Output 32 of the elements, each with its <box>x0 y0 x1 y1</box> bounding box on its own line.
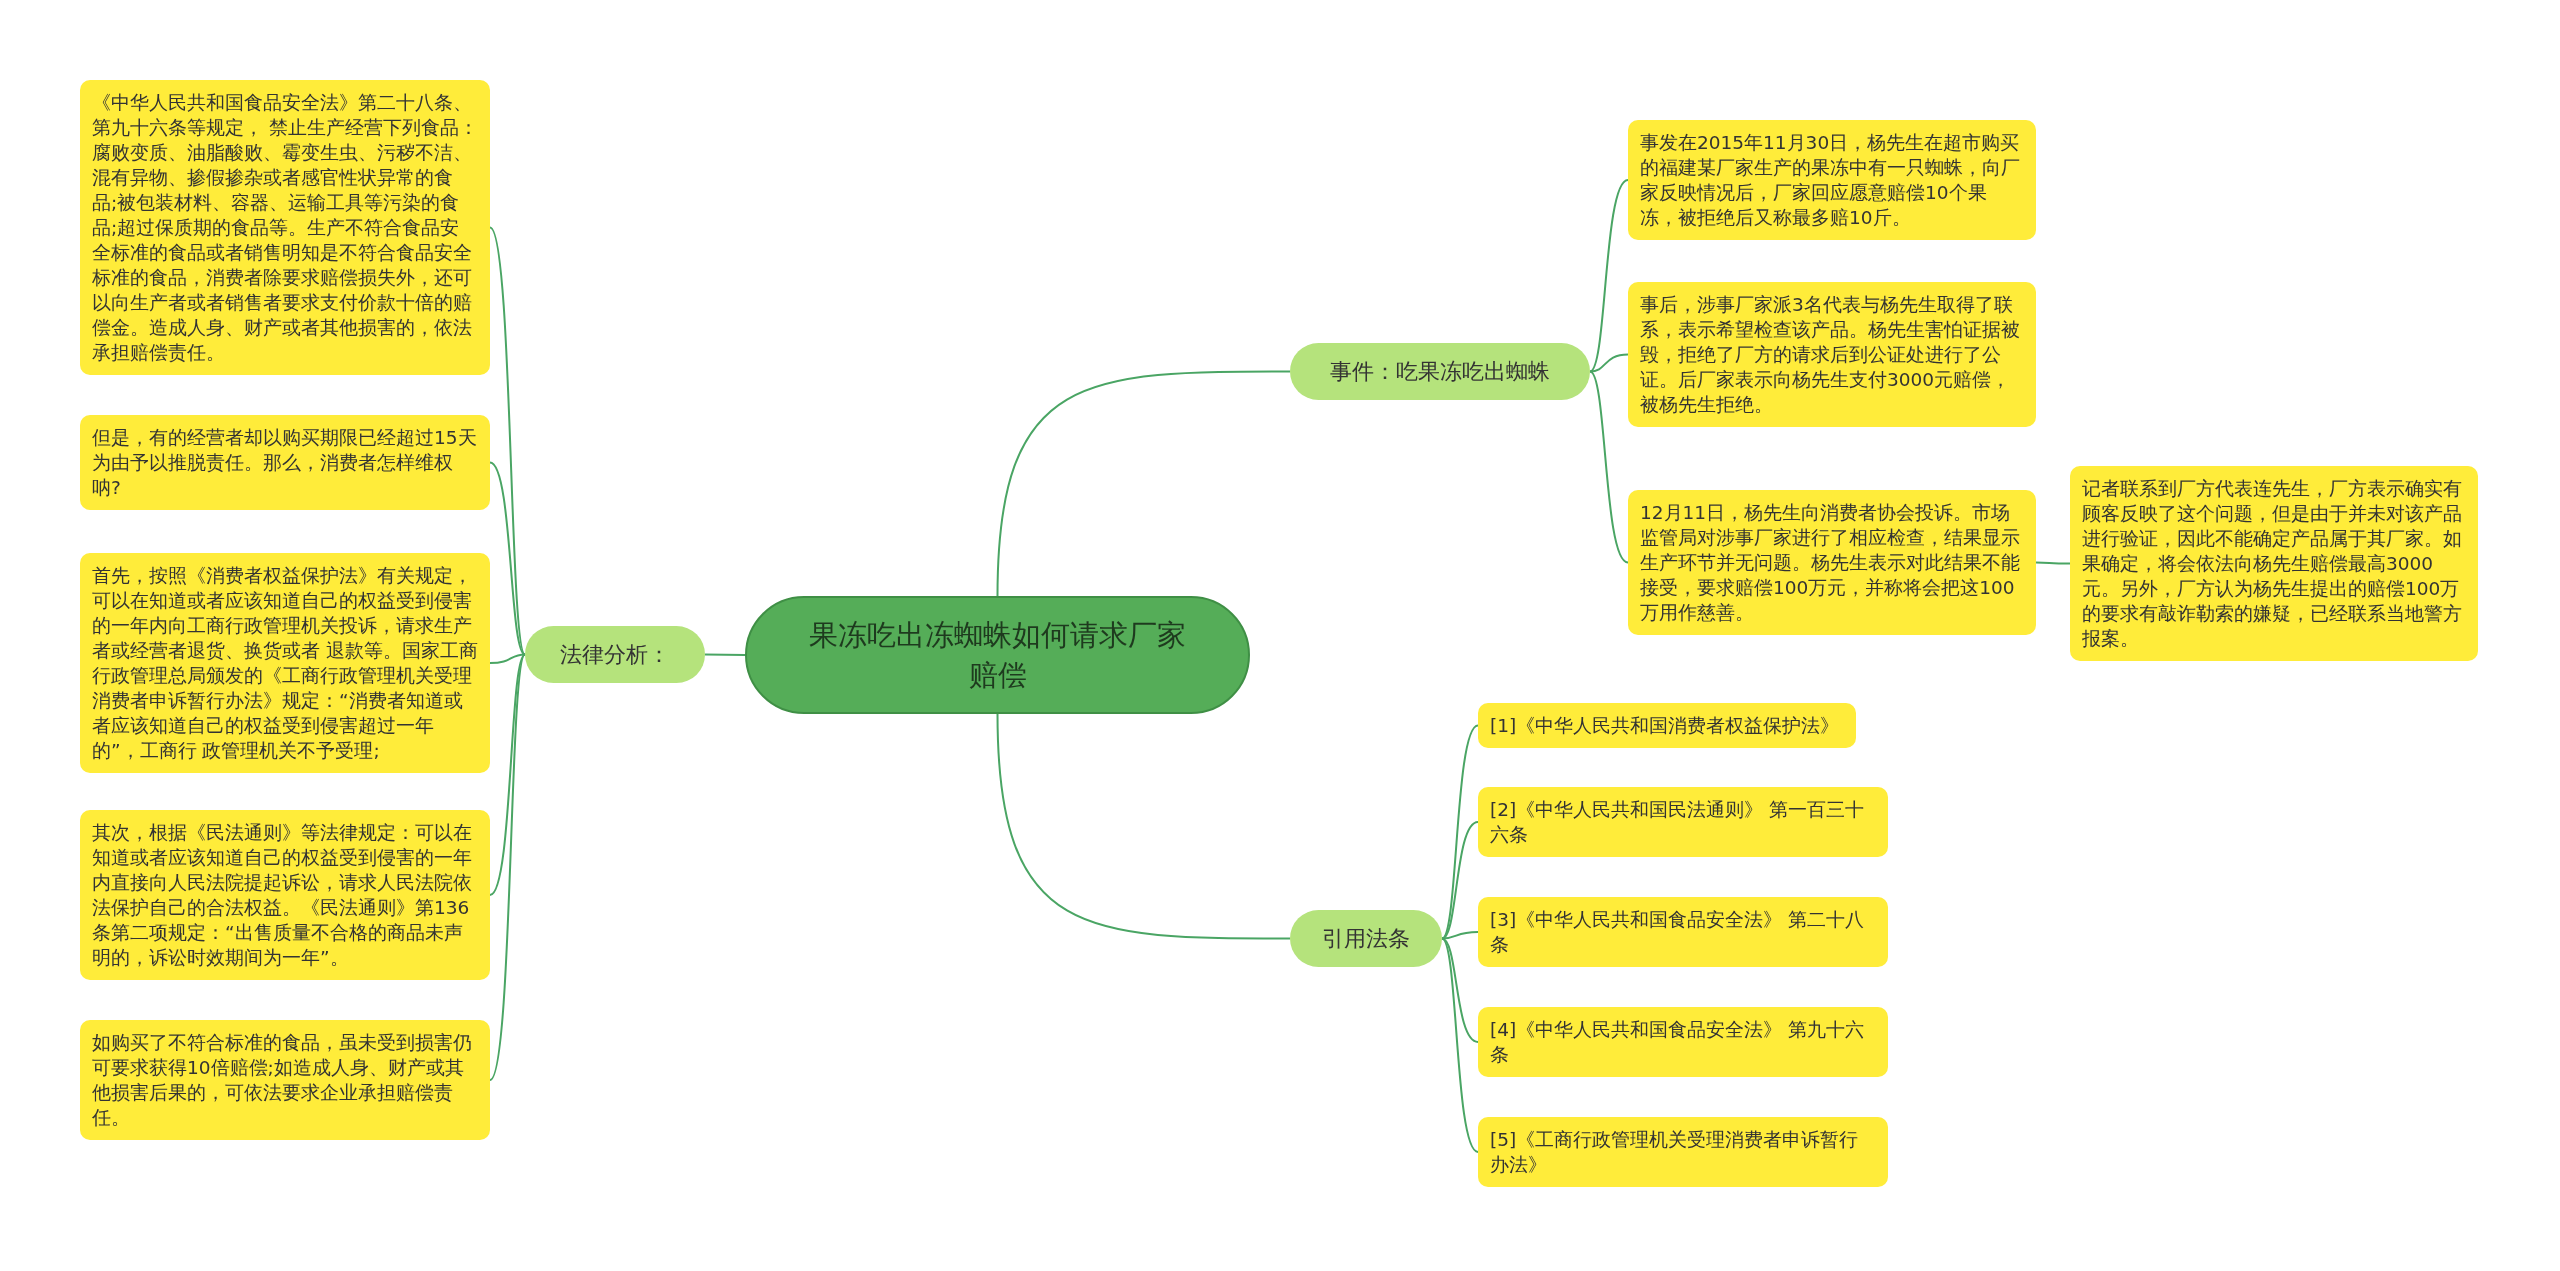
note-box: 事发在2015年11月30日，杨先生在超市购买的福建某厂家生产的果冻中有一只蜘蛛，向厂家反映情况后，厂家回应愿意赔偿10个果冻，被拒绝后又称最多赔10斤。 <box>1628 120 2036 240</box>
central-topic: 果冻吃出冻蜘蛛如何请求厂家赔偿 <box>745 596 1250 714</box>
note-box: [3]《中华人民共和国食品安全法》 第二十八条 <box>1478 897 1888 967</box>
note-box: [5]《工商行政管理机关受理消费者申诉暂行办法》 <box>1478 1117 1888 1187</box>
connector <box>489 653 526 896</box>
note-box: [1]《中华人民共和国消费者权益保护法》 <box>1478 703 1856 748</box>
connector <box>704 653 746 656</box>
note-box: 12月11日，杨先生向消费者协会投诉。市场监管局对涉事厂家进行了相应检查，结果显示生产环节并无问题。杨先生表示对此结果不能接受，要求赔偿100万元，并称将会把这100万用作慈善。 <box>1628 490 2036 635</box>
connector <box>489 461 526 656</box>
connector <box>1441 937 1479 1043</box>
note-box: [4]《中华人民共和国食品安全法》 第九十六条 <box>1478 1007 1888 1077</box>
connector <box>996 713 1291 940</box>
connector <box>1589 370 1629 564</box>
connector <box>1441 724 1479 940</box>
connector <box>489 653 526 664</box>
note-box: 如购买了不符合标准的食品，虽未受到损害仍可要求获得10倍赔偿;如造成人身、财产或其他损害后果的，可依法要求企业承担赔偿责任。 <box>80 1020 490 1140</box>
connector <box>1441 937 1479 1153</box>
connector <box>1589 353 1629 373</box>
note-box: 事后，涉事厂家派3名代表与杨先生取得了联系，表示希望检查该产品。杨先生害怕证据被毁，拒绝了厂方的请求后到公证处进行了公证。后厂家表示向杨先生支付3000元赔偿，被杨先生拒绝。 <box>1628 282 2036 427</box>
note-box: 记者联系到厂方代表连先生，厂方表示确实有顾客反映了这个问题，但是由于并未对该产品进行验证，因此不能确定产品属于其厂家。如果确定，将会依法向杨先生赔偿最高3000元。另外，厂方认为杨先生提出的赔偿100万的要求有敲诈勒索的嫌疑，已经联系当地警方报案。 <box>2070 466 2478 661</box>
branch-topic: 法律分析： <box>525 626 705 683</box>
connector <box>996 370 1291 597</box>
connector <box>2035 561 2071 565</box>
note-box: 《中华人民共和国食品安全法》第二十八条、第九十六条等规定， 禁止生产经营下列食品：腐败变质、油脂酸败、霉变生虫、污秽不洁、混有异物、掺假掺杂或者感官性状异常的食品;被包装材料、容器、运输工具等污染的食品;超过保质期的食品等。生产不符合食品安全标准的食品或者销售明知是不符合食品安全标准的食品，消费者除要求赔偿损失外，还可以向生产者或者销售者要求支付价款十倍的赔偿金。造成人身、财产或者其他损害的，依法承担赔偿责任。 <box>80 80 490 375</box>
note-box: 但是，有的经营者却以购买期限已经超过15天为由予以推脱责任。那么，消费者怎样维权呐? <box>80 415 490 510</box>
branch-topic: 引用法条 <box>1290 910 1442 967</box>
connector <box>1589 179 1629 373</box>
note-box: 其次，根据《民法通则》等法律规定：可以在知道或者应该知道自己的权益受到侵害的一年内直接向人民法院提起诉讼，请求人民法院依法保护自己的合法权益。《民法通则》第136条第二项规定：“出售质量不合格的商品未声明的，诉讼时效期间为一年”。 <box>80 810 490 980</box>
note-box: 首先，按照《消费者权益保护法》有关规定，可以在知道或者应该知道自己的权益受到侵害的一年内向工商行政管理机关投诉，请求生产者或经营者退货、换货或者 退款等。国家工商行政管理总局颁发的《工商行政管理机关受理消费者申诉暂行办法》规定：“消费者知道或者应该知道自己的权益受到侵害超过一年的”，工商行 政管理机关不予受理; <box>80 553 490 773</box>
connector <box>489 653 526 1081</box>
note-box: [2]《中华人民共和国民法通则》 第一百三十六条 <box>1478 787 1888 857</box>
branch-topic: 事件：吃果冻吃出蜘蛛 <box>1290 343 1590 400</box>
